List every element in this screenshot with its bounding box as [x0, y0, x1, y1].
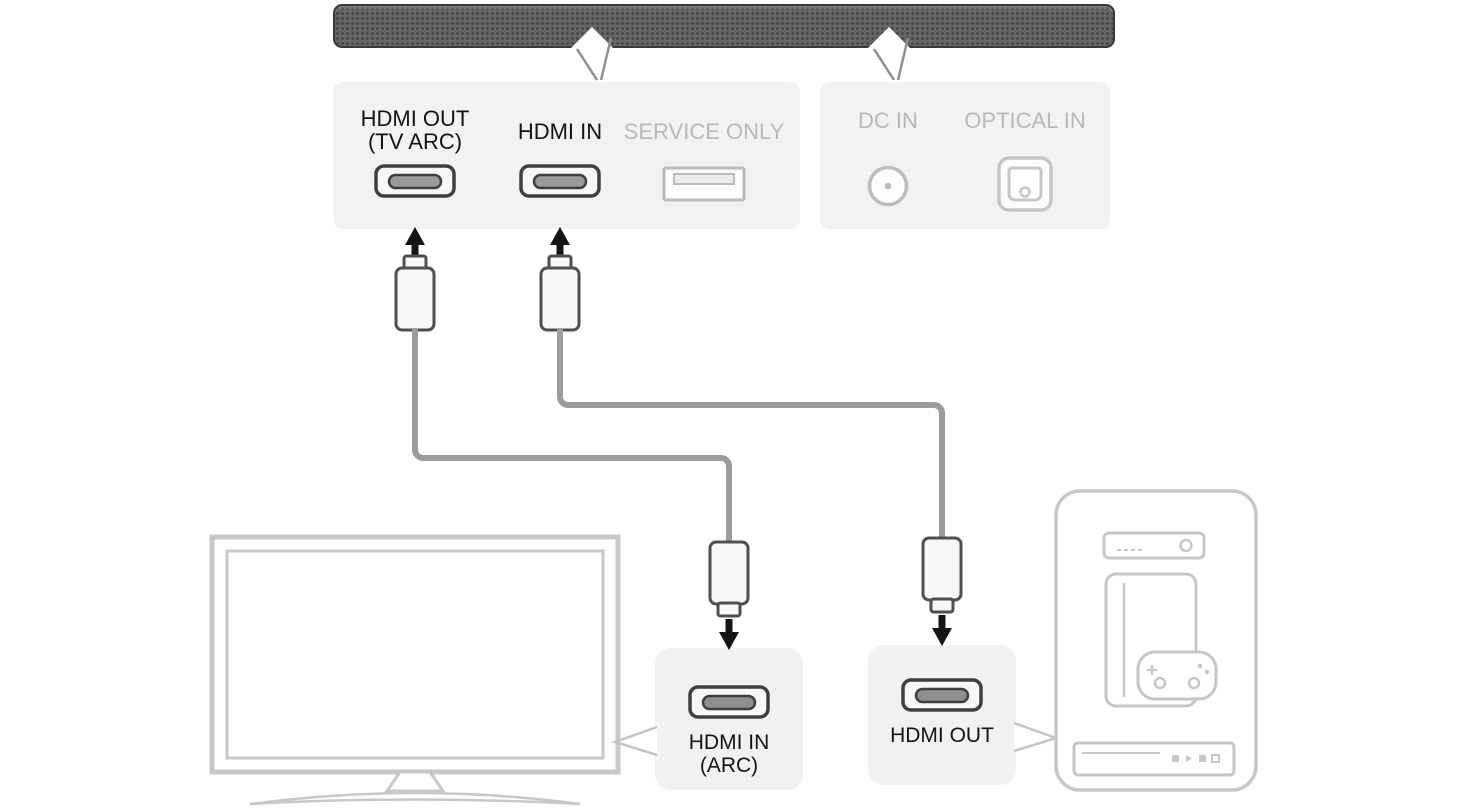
hdmi-in-label: HDMI IN: [517, 119, 603, 144]
hdmi-out-label: HDMI OUT (TV ARC): [345, 107, 485, 153]
hdmi-plug-icon: [708, 540, 750, 618]
soundbar-rear-panel: HDMI OUT (TV ARC) HDMI IN SERVICE ONLY: [333, 82, 800, 229]
dc-in-label: DC IN: [858, 108, 918, 133]
hdmi-out-port-icon: [374, 164, 456, 198]
hdmi-port-icon: [688, 685, 770, 719]
soundbar: [333, 4, 1115, 48]
disc-player-icon: [1072, 741, 1236, 777]
settop-box-icon: [1102, 531, 1206, 560]
arrow-down-icon: [932, 615, 952, 646]
soundbar-power-panel: DC IN OPTICAL IN: [820, 82, 1110, 229]
device-callout-pointer: [1013, 721, 1060, 753]
hdmi-in-port-icon: [519, 164, 601, 198]
hdmi-plug-icon: [394, 254, 436, 332]
hdmi-out-label-line2: (TV ARC): [367, 129, 463, 154]
arrow-down-icon: [719, 619, 739, 650]
game-console-icon: [1104, 572, 1198, 708]
tv-callout-pointer: [611, 725, 658, 757]
service-only-label: SERVICE ONLY: [623, 119, 785, 144]
hdmi-out-label-line1: HDMI OUT: [360, 106, 470, 131]
dc-in-jack-icon: [867, 165, 909, 207]
tv-port-label-line2: (ARC): [699, 754, 759, 777]
hdmi-port-icon: [901, 678, 983, 712]
devices-box-outline: [1054, 489, 1258, 792]
cable-hdmi-in: [557, 329, 945, 542]
arrow-up-icon: [405, 227, 425, 256]
device-hdmi-port-box: HDMI OUT: [868, 645, 1016, 785]
tv-hdmi-port-box: HDMI IN (ARC): [655, 648, 803, 790]
arrow-up-icon: [550, 227, 570, 256]
optical-in-label: OPTICAL IN: [964, 108, 1086, 133]
optical-in-port-icon: [997, 156, 1053, 212]
usb-service-port-icon: [662, 166, 746, 202]
gamepad-icon: [1136, 650, 1218, 701]
tv-outline-icon: [209, 534, 621, 806]
tv-port-label-line1: HDMI IN: [688, 731, 770, 754]
hdmi-plug-icon: [539, 254, 581, 332]
device-port-label: HDMI OUT: [890, 724, 994, 747]
hdmi-plug-icon: [921, 536, 963, 614]
tv-port-label: HDMI IN (ARC): [689, 731, 770, 777]
cable-tv-arc: [412, 329, 732, 545]
